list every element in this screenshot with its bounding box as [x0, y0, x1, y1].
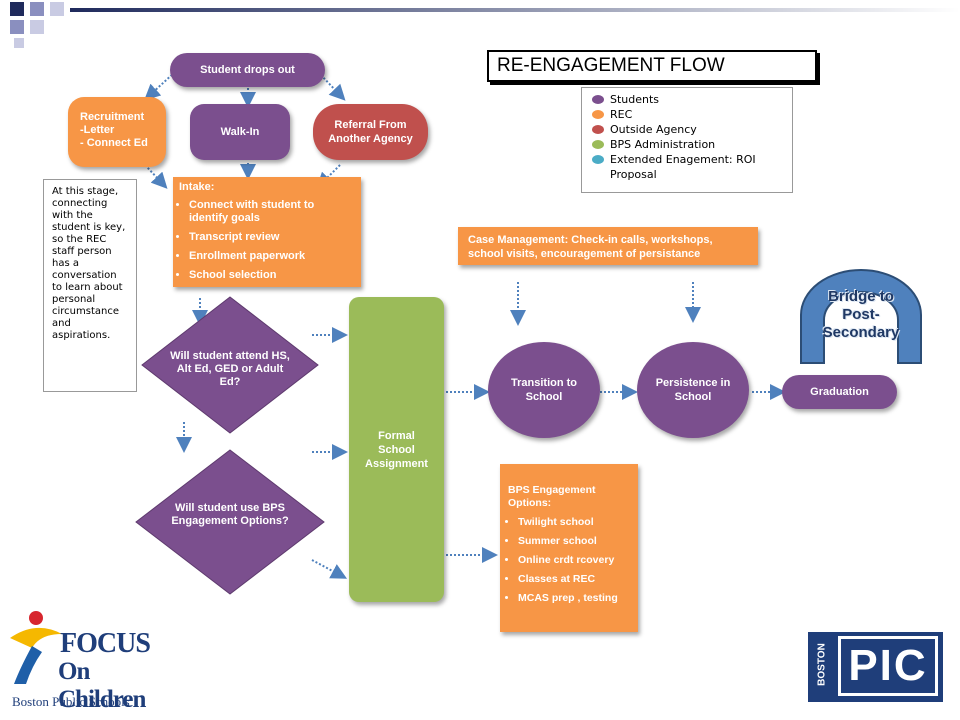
walk-in-node: Walk-In: [190, 104, 290, 160]
legend-item: REC: [582, 107, 792, 122]
decision-attend-label: Will student attend HS, Alt Ed, GED or A…: [170, 350, 290, 388]
transition-node: Transition to School: [488, 342, 600, 438]
case-management-node: Case Management: Check-in calls, worksho…: [458, 227, 758, 265]
stage-note: At this stage, connecting with the stude…: [43, 179, 137, 392]
decision-bps-label: Will student use BPS Engagement Options?: [171, 502, 289, 527]
legend-item: BPS Administration: [582, 137, 792, 152]
formal-assignment-node: Formal School Assignment: [349, 297, 444, 602]
focus-on-children-logo: FOCUS On Children Boston Public Schools: [6, 608, 166, 714]
legend-swatch-icon: [592, 95, 604, 104]
bps-options-node: BPS Engagement Options: Twilight school …: [500, 464, 638, 632]
bps-option-item: Summer school: [518, 535, 630, 548]
student-drops-out-node: Student drops out: [170, 53, 325, 87]
recruitment-node: Recruitment -Letter - Connect Ed: [68, 97, 166, 167]
referral-node: Referral From Another Agency: [313, 104, 428, 160]
intake-item: Enrollment paperwork: [189, 250, 355, 263]
legend-item: Extended Enagement: ROI Proposal: [582, 152, 792, 184]
legend-swatch-icon: [592, 125, 604, 134]
decision-attend-diamond: [141, 296, 319, 434]
diagram-title: RE-ENGAGEMENT FLOW: [487, 50, 817, 82]
bridge-label: Bridge to Post-Secondary: [822, 288, 900, 341]
graduation-node: Graduation: [782, 375, 897, 409]
bps-option-item: MCAS prep , testing: [518, 592, 630, 605]
legend: Students REC Outside Agency BPS Administ…: [581, 87, 793, 193]
persistence-node: Persistence in School: [637, 342, 749, 438]
decision-bps-diamond: [135, 449, 325, 595]
legend-item: Students: [582, 92, 792, 107]
bridge-arch-icon: [800, 269, 922, 364]
legend-swatch-icon: [592, 110, 604, 119]
intake-item: Connect with student to identify goals: [189, 199, 355, 225]
boston-pic-logo: BOSTON PIC: [808, 632, 943, 702]
legend-swatch-icon: [592, 155, 604, 164]
intake-item: Transcript review: [189, 231, 355, 244]
bps-option-item: Online crdt rcovery: [518, 554, 630, 567]
intake-item: School selection: [189, 269, 355, 282]
intake-node: Intake: Connect with student to identify…: [173, 177, 361, 287]
legend-swatch-icon: [592, 140, 604, 149]
corner-decoration: [0, 0, 80, 50]
header-gradient-line: [70, 8, 960, 12]
legend-item: Outside Agency: [582, 122, 792, 137]
bps-option-item: Classes at REC: [518, 573, 630, 586]
figure-logo-icon: [10, 611, 62, 684]
bps-option-item: Twilight school: [518, 516, 630, 529]
